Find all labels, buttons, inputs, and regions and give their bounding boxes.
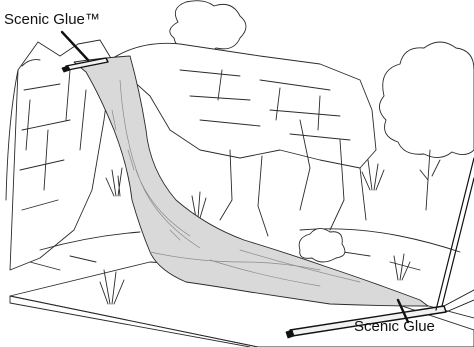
cliff-upper — [110, 43, 376, 168]
grass-tuft — [106, 168, 122, 196]
corner-post — [436, 158, 474, 310]
label-top: Scenic Glue™ — [4, 12, 100, 27]
tree-right — [379, 42, 474, 158]
label-bottom: Scenic Glue — [354, 319, 435, 334]
